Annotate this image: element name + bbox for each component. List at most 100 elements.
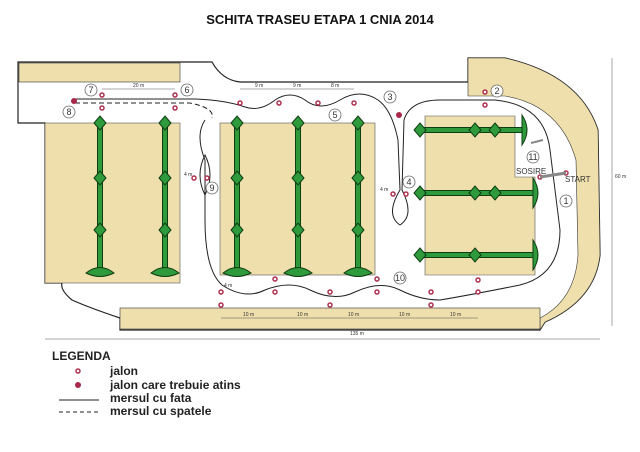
jalon: [172, 92, 178, 98]
pole: [85, 267, 115, 277]
jalon: [428, 289, 434, 295]
legend-item: jalon care trebuie atins: [109, 378, 241, 392]
svg-text:6: 6: [184, 85, 189, 95]
pole: [468, 247, 482, 263]
pole: [93, 170, 107, 186]
jalon: [327, 289, 333, 295]
jalon: [204, 175, 210, 181]
pole: [230, 222, 244, 238]
pole: [158, 115, 172, 131]
start-label: START: [565, 175, 591, 184]
svg-text:10 m: 10 m: [450, 312, 461, 318]
legend-title: LEGENDA: [52, 349, 111, 363]
svg-text:4 m: 4 m: [184, 172, 192, 178]
pole: [351, 115, 365, 131]
station-2: 2: [490, 84, 504, 98]
pole: [413, 247, 427, 263]
jalon: [191, 175, 197, 181]
pole: [521, 113, 528, 147]
pole: [291, 115, 305, 131]
jalon: [218, 302, 224, 308]
route-backward: [75, 102, 213, 119]
jalons: [71, 89, 569, 308]
pole: [355, 122, 361, 269]
pole: [532, 176, 539, 210]
jalon: [237, 100, 243, 106]
svg-text:3: 3: [387, 92, 392, 102]
jalon: [172, 105, 178, 111]
jalon: [475, 289, 481, 295]
pole: [234, 122, 240, 269]
station-markers: 1 2 3 4 5 6 7 8 9 10 11: [62, 83, 573, 285]
station-4: 4: [402, 175, 416, 189]
route: [75, 93, 561, 301]
jalon-touch: [396, 112, 402, 118]
svg-text:8: 8: [66, 107, 71, 117]
pole: [158, 170, 172, 186]
pole: [343, 267, 373, 277]
pole: [488, 185, 502, 201]
jalon: [272, 289, 278, 295]
svg-text:9 m: 9 m: [255, 83, 263, 89]
pole: [413, 185, 427, 201]
jalon: [218, 289, 224, 295]
jalon: [315, 100, 321, 106]
pole: [93, 222, 107, 238]
station-9: 9: [205, 181, 219, 195]
start-finish: SOSIRE START: [516, 139, 591, 184]
pole: [468, 185, 482, 201]
jalon: [403, 191, 409, 197]
pole: [158, 222, 172, 238]
svg-text:10 m: 10 m: [399, 312, 410, 318]
station-7: 7: [84, 83, 98, 97]
svg-text:135 m: 135 m: [350, 331, 364, 337]
green-poles: [85, 113, 539, 277]
station-1: 1: [559, 194, 573, 208]
svg-text:4 m: 4 m: [224, 283, 232, 289]
legend-item: jalon: [109, 364, 138, 378]
pole: [295, 122, 301, 269]
pole: [488, 122, 502, 138]
jalon: [99, 105, 105, 111]
svg-text:4 m: 4 m: [380, 187, 388, 193]
jalon: [327, 302, 333, 308]
legend-item: mersul cu fata: [110, 391, 192, 405]
pole: [532, 238, 539, 272]
jalon: [482, 89, 488, 95]
jalon-icon: [75, 368, 81, 374]
svg-text:1: 1: [563, 196, 568, 206]
pole: [351, 222, 365, 238]
svg-text:5: 5: [332, 110, 337, 120]
pole: [222, 267, 252, 277]
jalon: [374, 289, 380, 295]
station-3: 3: [383, 90, 397, 104]
station-8: 8: [62, 105, 76, 119]
svg-text:8 m: 8 m: [331, 83, 339, 89]
pole: [150, 267, 180, 277]
svg-text:11: 11: [528, 152, 537, 162]
jalon: [374, 276, 380, 282]
station-5: 5: [328, 108, 342, 122]
jalon: [272, 276, 278, 282]
svg-text:10 m: 10 m: [243, 312, 254, 318]
jalon-touch-icon: [75, 382, 81, 388]
svg-text:20 m: 20 m: [133, 83, 144, 89]
pole: [351, 170, 365, 186]
pole: [93, 115, 107, 131]
svg-text:4: 4: [406, 177, 411, 187]
route-forward: [75, 93, 561, 301]
jalon: [482, 102, 488, 108]
legend: LEGENDA jalon jalon care trebuie atins m…: [52, 349, 241, 418]
jalon: [428, 302, 434, 308]
pole: [413, 122, 427, 138]
svg-text:7: 7: [88, 85, 93, 95]
jalon: [99, 92, 105, 98]
dimensions: [45, 58, 613, 340]
jalon: [390, 191, 396, 197]
station-11: 11: [526, 150, 540, 164]
pole: [97, 122, 103, 269]
station-10: 10: [393, 271, 407, 285]
pole: [230, 115, 244, 131]
pole: [468, 122, 482, 138]
